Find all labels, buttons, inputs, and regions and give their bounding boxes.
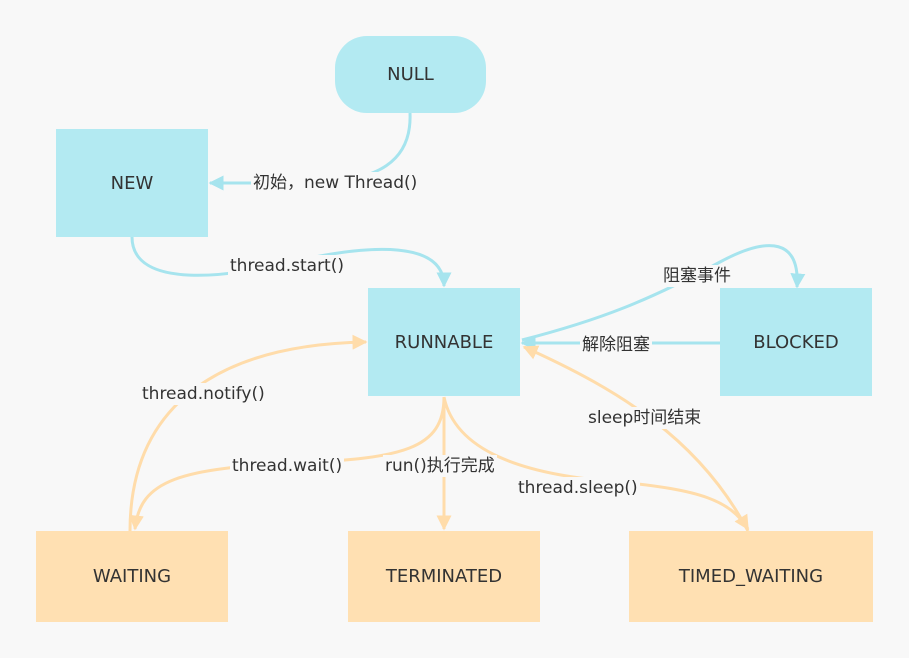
state-null-label: NULL xyxy=(387,64,434,85)
state-runnable: RUNNABLE xyxy=(368,288,520,396)
state-terminated: TERMINATED xyxy=(348,531,540,622)
edge-label-start: thread.start() xyxy=(228,255,346,277)
state-new-label: NEW xyxy=(110,172,154,194)
edge-label-run-done: run()执行完成 xyxy=(383,455,497,477)
edge-label-sleep-end: sleep时间结束 xyxy=(586,407,704,429)
edge-label-sleep: thread.sleep() xyxy=(516,477,640,499)
edge-label-notify: thread.notify() xyxy=(140,383,267,405)
edge-label-init: 初始，new Thread() xyxy=(251,172,420,194)
edge-label-block-event: 阻塞事件 xyxy=(661,265,733,287)
state-null: NULL xyxy=(335,36,486,113)
state-blocked: BLOCKED xyxy=(720,288,872,396)
state-waiting-label: WAITING xyxy=(92,566,172,587)
state-terminated-label: TERMINATED xyxy=(385,566,503,587)
edge-waiting-to-runnable xyxy=(128,334,368,532)
state-runnable-label: RUNNABLE xyxy=(394,331,494,353)
state-timed-waiting: TIMED_WAITING xyxy=(629,531,873,622)
state-blocked-label: BLOCKED xyxy=(753,331,839,353)
edge-timed-waiting-to-runnable xyxy=(522,345,750,532)
state-new: NEW xyxy=(56,129,208,237)
state-waiting: WAITING xyxy=(36,531,228,622)
state-timed-waiting-label: TIMED_WAITING xyxy=(678,566,824,587)
edge-label-unblock: 解除阻塞 xyxy=(580,334,652,356)
edge-label-wait: thread.wait() xyxy=(230,455,345,477)
